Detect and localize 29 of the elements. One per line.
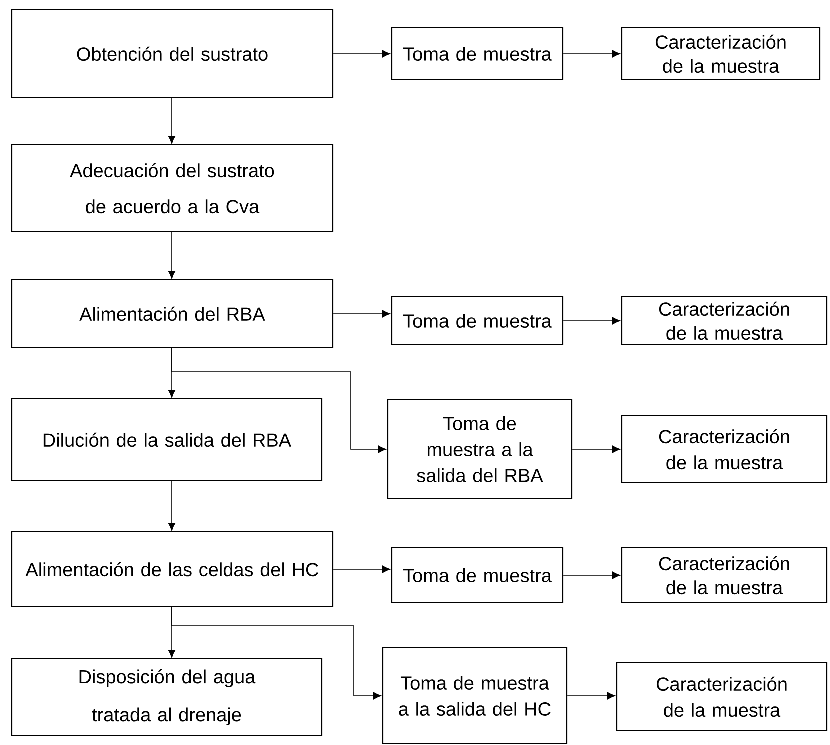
arrow <box>172 348 386 454</box>
process-box: Alimentación del RBA <box>11 279 334 349</box>
process-box: Toma de muestra <box>391 27 564 81</box>
arrow <box>572 446 620 454</box>
process-box: Obtención del sustrato <box>11 9 334 99</box>
process-box: Caracterización de la muestra <box>621 27 821 81</box>
process-box: Alimentación de las celdas del HC <box>11 531 334 608</box>
arrow <box>168 480 176 531</box>
arrow <box>333 50 390 58</box>
process-box: Toma de muestra <box>391 296 564 346</box>
process-box: Caracterización de la muestra <box>621 547 828 604</box>
process-box: Dilución de la salida del RBA <box>11 398 323 482</box>
process-box: Toma de muestra a la salida del HC <box>382 647 568 745</box>
process-box: Adecuación del sustrato de acuerdo a la Cva <box>11 144 334 233</box>
process-box: Caracterización de la muestra <box>616 662 828 732</box>
arrow <box>333 566 390 574</box>
arrow <box>333 310 390 318</box>
process-box: Caracterización de la muestra <box>621 415 828 484</box>
process-box: Toma de muestra <box>391 547 564 604</box>
arrow <box>168 98 176 144</box>
arrow <box>563 572 620 580</box>
arrow <box>567 692 616 700</box>
arrow <box>563 317 620 325</box>
arrow <box>172 606 382 700</box>
arrow <box>563 50 620 58</box>
arrow <box>168 232 176 279</box>
process-box: Toma de muestra a la salida del RBA <box>387 399 573 500</box>
process-box: Caracterización de la muestra <box>621 296 828 346</box>
process-box: Disposición del agua tratada al drenaje <box>11 658 323 737</box>
